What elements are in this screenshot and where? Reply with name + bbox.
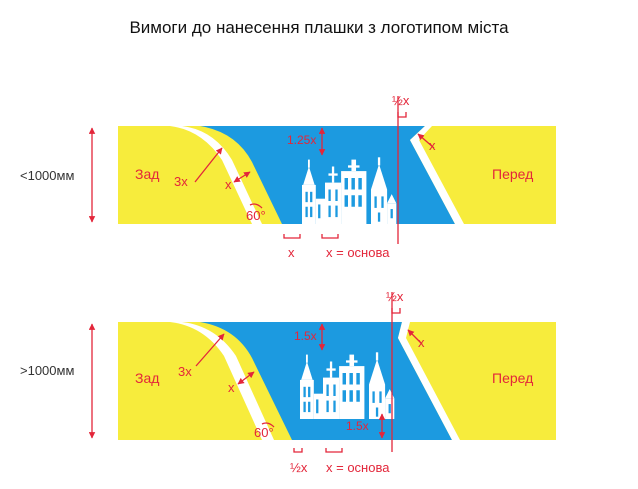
plate-1-front-gap xyxy=(410,126,464,224)
right-margin-label-1: ½x xyxy=(392,93,410,108)
right-margin-label-2: ½x xyxy=(386,289,404,304)
half-x-bracket-2 xyxy=(391,308,401,314)
top-margin-label-2: 1.5x xyxy=(294,329,317,343)
back-label-2: Зад xyxy=(135,370,159,386)
radius-label-2: 3x xyxy=(178,364,192,379)
bottom-left-label-1: x xyxy=(288,245,295,260)
bottom-margin-label-2: 1.5x xyxy=(346,419,369,433)
angle-arc-1 xyxy=(249,203,263,209)
front-gap-label-2: x xyxy=(418,335,425,350)
front-gap-arrow-2 xyxy=(407,329,423,345)
height-label-2: >1000мм xyxy=(20,363,74,378)
front-label-1: Перед xyxy=(492,166,533,182)
radius-label-1: 3x xyxy=(174,174,188,189)
bottom-left-label-2: ½x xyxy=(290,460,308,475)
gap-label-1: x xyxy=(225,177,232,192)
plate-1-back-part xyxy=(118,126,252,224)
radius-arrow-2 xyxy=(195,333,225,367)
bottom-half-x-bracket-2 xyxy=(293,448,303,453)
plate-2-front-gap xyxy=(398,322,460,440)
radius-arrow-1 xyxy=(194,147,223,183)
angle-label-2: 60° xyxy=(254,425,274,440)
gap-arrow-2 xyxy=(237,371,255,385)
plate-2-back-part xyxy=(118,322,262,440)
base-bracket-2 xyxy=(325,448,343,453)
front-gap-label-1: x xyxy=(429,138,436,153)
angle-arc-2 xyxy=(261,422,275,428)
height-label-1: <1000мм xyxy=(20,168,74,183)
angle-label-1: 60° xyxy=(246,208,266,223)
front-gap-arrow-1 xyxy=(417,133,435,149)
bottom-x-bracket-1 xyxy=(283,234,301,239)
variant-2-plate xyxy=(118,322,556,440)
base-label-1: x = основа xyxy=(326,245,390,260)
gap-arrow-1 xyxy=(233,171,251,183)
base-label-2: x = основа xyxy=(326,460,390,475)
base-bracket-1 xyxy=(321,234,339,239)
top-margin-label-1: 1.25x xyxy=(287,133,316,147)
back-label-1: Зад xyxy=(135,166,159,182)
half-x-bracket-1 xyxy=(397,112,407,118)
gap-label-2: x xyxy=(228,380,235,395)
page-title: Вимоги до нанесення плашки з логотипом м… xyxy=(129,18,509,37)
variant-1-plate xyxy=(118,126,556,224)
front-label-2: Перед xyxy=(492,370,533,386)
